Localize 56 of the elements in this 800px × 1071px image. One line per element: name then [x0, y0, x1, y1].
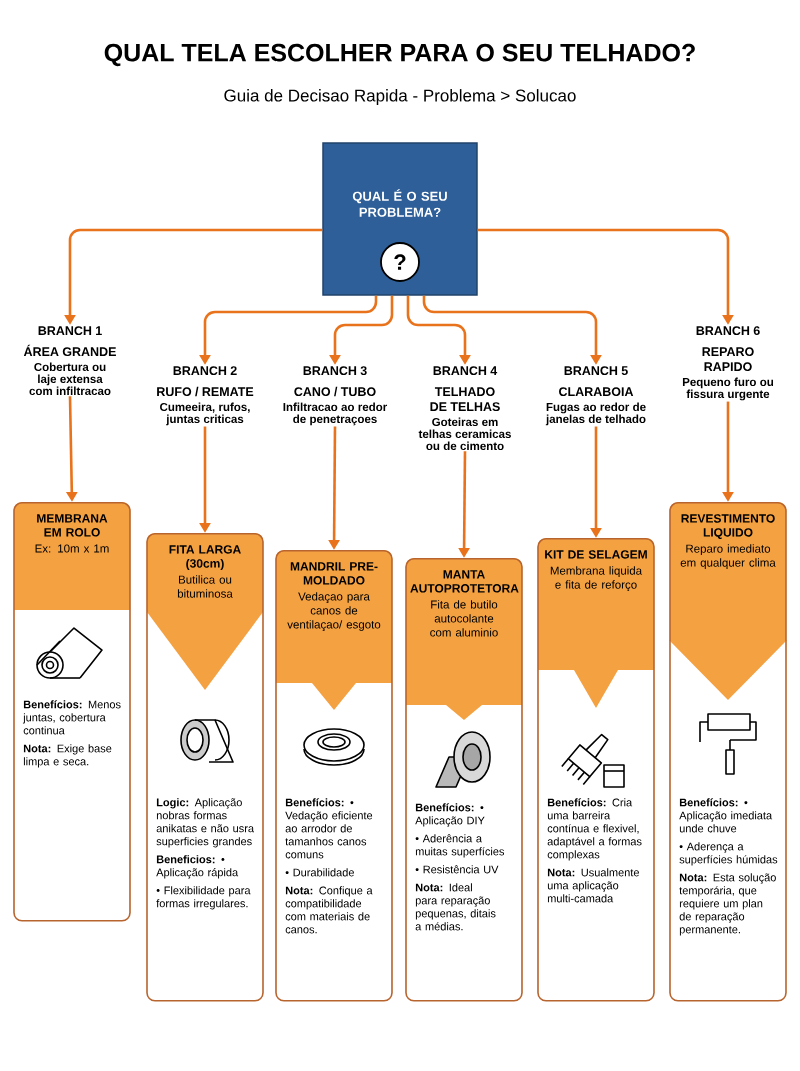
card-subtitle: Vedaçao para canos de ventilaçao/ esgoto: [287, 592, 381, 631]
card-subtitle: Membrana liquida e fita de reforço: [550, 566, 643, 591]
branch-heading: BRANCH 4: [433, 366, 498, 376]
branch-description: Cobertura ou laje extensa com infiltracao: [29, 362, 111, 396]
body-text: Benefícios: Cria uma barreira contínua e flexivel, adaptável a formas complexas: [547, 798, 642, 861]
branch-heading: BRANCH 5: [564, 366, 628, 376]
solution-card: [146, 533, 264, 1002]
branch-heading: TELHADO DE TELHAS: [430, 387, 500, 412]
card-subtitle: Fita de butilo autocolante com aluminio: [430, 600, 498, 637]
branch-description: Cumeeira, rufos, juntas criticas: [160, 402, 250, 426]
body-text: Beneficios: • Aplicação rápida: [156, 855, 239, 879]
solution-card: [537, 538, 655, 1002]
solution-card: [275, 550, 393, 1002]
branch-heading: BRANCH 1: [38, 326, 102, 336]
card-subtitle: Reparo imediato em qualquer clima: [680, 544, 776, 569]
body-text: Nota: Confique a compatibilidade com materiais de canos.: [285, 886, 373, 934]
body-text: Benefícios: • Vedação eficiente ao arrodor de tamanhos canos comuns: [285, 798, 373, 859]
card-title: REVESTIMENTO LIQUIDO: [681, 514, 775, 539]
card-subtitle: Butilica ou bituminosa: [177, 575, 233, 598]
body-text: Benefícios: • Aplicação DIY: [415, 803, 485, 827]
question-box: QUAL É O SEU PROBLEMA? ?: [322, 142, 478, 296]
body-text: Benefícios: • Aplicação imediata unde chuve: [679, 798, 773, 833]
branch-heading: BRANCH 3: [303, 366, 367, 376]
card-title: KIT DE SELAGEM: [545, 550, 647, 559]
card-title: FITA LARGA (30cm): [169, 545, 241, 571]
branch-description: Goteiras em telhas ceramicas ou de cimento: [418, 417, 511, 451]
body-text: • Aderência a muitas superfícies: [415, 834, 505, 858]
body-text: Nota: Ideal para reparação pequenas, ditais a médias.: [415, 883, 496, 931]
branch-description: Pequeno furo ou fissura urgente: [682, 377, 774, 401]
body-text: • Aderença a superfícies húmidas: [679, 842, 778, 866]
solution-card: [13, 502, 131, 922]
solution-card: [405, 558, 523, 1002]
body-text: Nota: Usualmente uma aplicação multi-camada: [547, 868, 639, 903]
subtitle: Guia de Decisao Rapida - Problema > Solucao: [224, 89, 576, 105]
title: QUAL TELA ESCOLHER PARA O SEU TELHADO?: [104, 43, 695, 67]
branch-heading: REPARO RAPIDO: [702, 347, 754, 372]
branch-description: Infiltracao ao redor de penetraçoes: [283, 402, 388, 426]
card-title: MANDRIL PRE-MOLDADO: [290, 562, 378, 585]
body-text: • Durabilidade: [285, 868, 354, 877]
body-text: • Resistência UV: [415, 865, 499, 874]
branch-description: Fugas ao redor de janelas de telhado: [545, 402, 646, 426]
card-title: MANTA AUTOPROTETORA: [410, 570, 519, 593]
body-text: Logic: Aplicação nobras formas anikatas e não usra superficies grandes: [156, 798, 254, 848]
branch-heading: ÁREA GRANDE: [23, 344, 116, 357]
body-text: Nota: Esta solução temporária, que requiere um plan de reparação permanente.: [679, 873, 776, 936]
branch-heading: BRANCH 2: [173, 366, 237, 376]
body-text: • Flexibilidade para formas irregulares.: [156, 886, 251, 910]
branch-heading: RUFO / REMATE: [157, 386, 254, 397]
branch-heading: CANO / TUBO: [294, 386, 376, 397]
branch-heading: BRANCH 6: [696, 326, 760, 336]
body-text: Nota: Exige base limpa e seca.: [23, 744, 112, 768]
card-title: MEMBRANA EM ROLO: [37, 514, 108, 537]
branch-heading: CLARABOIA: [559, 387, 634, 397]
body-text: Benefícios: Menos juntas, cobertura continua: [22, 700, 121, 735]
card-subtitle: Ex: 10m x 1m: [35, 544, 109, 553]
solution-card: [669, 502, 787, 1002]
